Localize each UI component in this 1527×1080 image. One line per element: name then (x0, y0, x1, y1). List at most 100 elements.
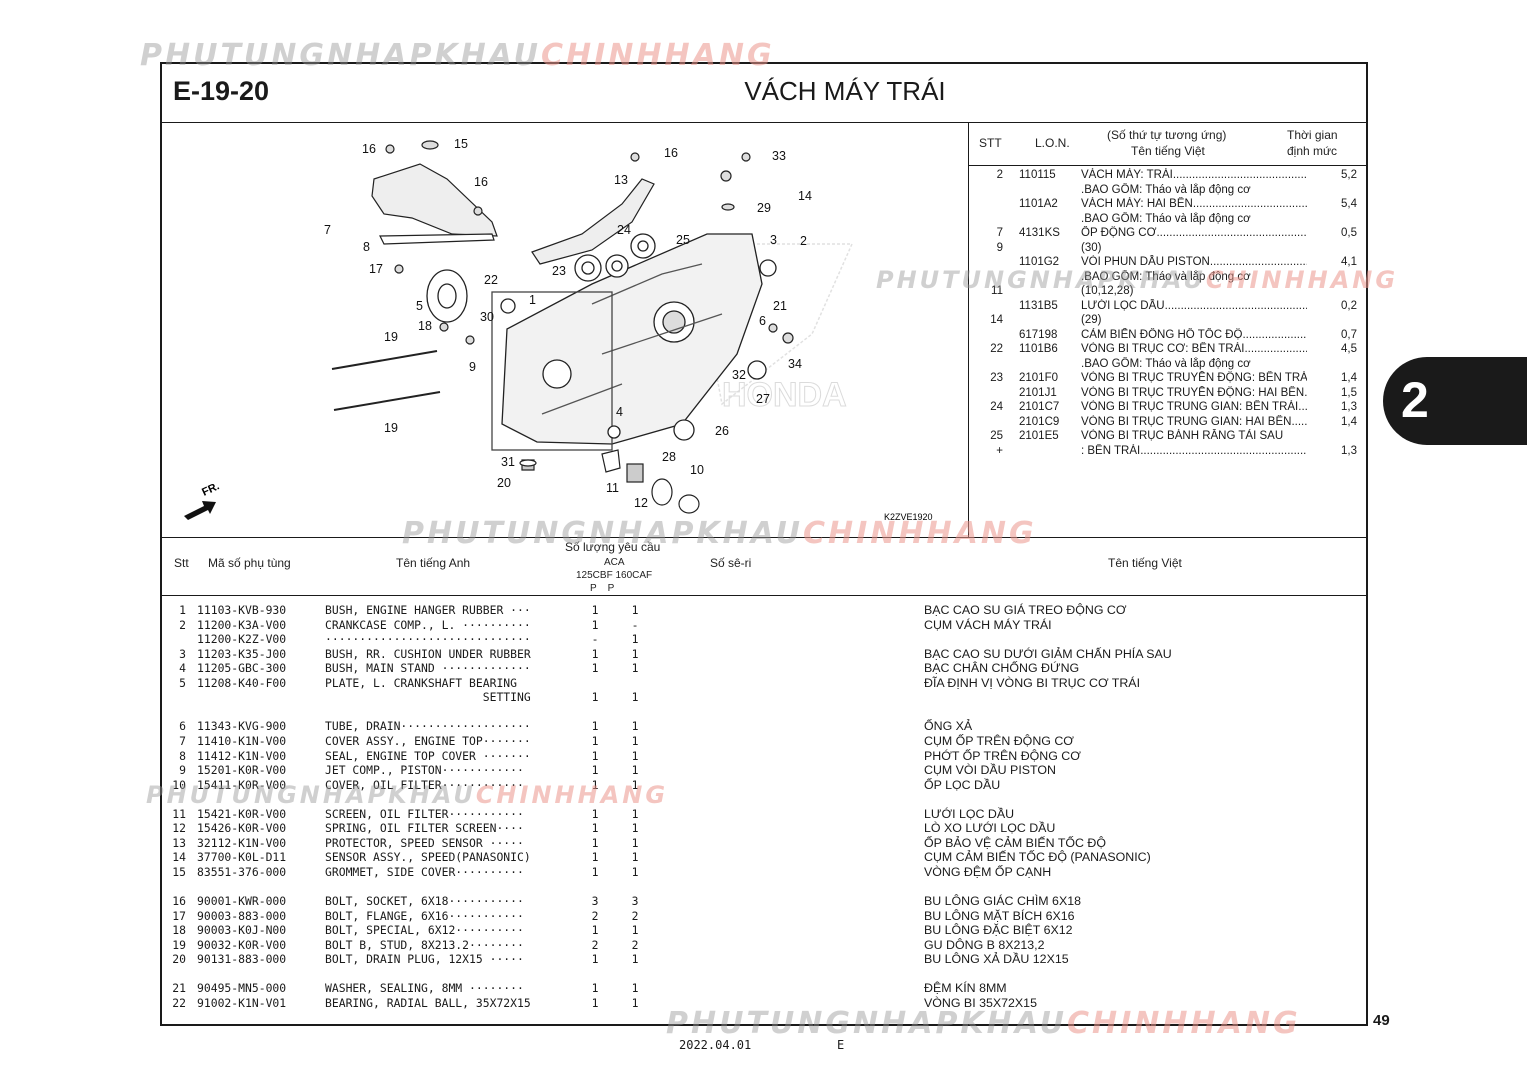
row-qty-160: 1 (631, 632, 639, 647)
row-qty-125: 1 (591, 995, 599, 1010)
vn-lon: 1101A2 (1019, 198, 1058, 210)
row-qty-160: 1 (631, 690, 639, 705)
vn-time: 1,5 (1341, 386, 1357, 399)
row-qty-125: 1 (591, 763, 599, 778)
vn-desc: VÁCH MÁY: TRÁI..........................… (1081, 169, 1307, 181)
vn-header-lon: L.O.N. (1035, 136, 1070, 150)
row-stt: 17 (172, 908, 186, 923)
row-part-number: 11208-K40-F00 (197, 675, 287, 690)
row-vietnamese-name: BẠC CAO SU DƯỚI GIẢM CHẤN PHÍA SAU (924, 646, 1172, 661)
row-qty-160: 1 (631, 835, 639, 850)
row-qty-160: 2 (631, 937, 639, 952)
row-qty-125: 1 (591, 923, 599, 938)
row-vietnamese-name: BU LÔNG XẢ DẦU 12X15 (924, 952, 1069, 967)
row-qty-160: 1 (631, 821, 639, 836)
row-vietnamese-name: CỤM VÁCH MÁY TRÁI (924, 617, 1052, 632)
row-english-name: PROTECTOR, SPEED SENSOR ····· (325, 835, 524, 850)
row-qty-160: 1 (631, 777, 639, 792)
diagram-ref-code: K2ZVE1920 (884, 512, 933, 522)
callout-6: 6 (759, 314, 766, 328)
callout-17: 17 (369, 262, 383, 276)
parts-header-divider (161, 595, 1367, 596)
callout-12: 12 (634, 496, 648, 510)
row-english-name: BEARING, RADIAL BALL, 35X72X15 (325, 995, 531, 1010)
row-part-number: 32112-K1N-V00 (197, 835, 287, 850)
row-stt: 22 (172, 995, 186, 1010)
vn-stt: 2 (996, 169, 1003, 181)
row-part-number: 11200-K2Z-V00 (197, 632, 287, 647)
vn-stt: 9 (996, 241, 1003, 254)
vn-desc: .BAO GỒM: Tháo và lắp động cơ (1081, 212, 1251, 225)
row-qty-125: 1 (591, 690, 599, 705)
row-qty-125: 2 (591, 937, 599, 952)
table-row: 17 90003-883-000 BOLT, FLANGE, 6X16·······… (164, 909, 1364, 924)
diagram-table-divider (968, 123, 969, 537)
footer-date: 2022.04.01 (679, 1038, 752, 1052)
row-part-number: 15411-K0R-V00 (197, 777, 287, 792)
vn-stt: 25 (990, 430, 1003, 442)
callout-10: 10 (690, 463, 704, 477)
vn-time: 0,7 (1341, 328, 1357, 341)
callout-4: 4 (616, 405, 623, 419)
row-part-number: 15421-K0R-V00 (197, 806, 287, 821)
callout-31: 31 (501, 455, 515, 469)
oil-filter-parts-shapes (519, 449, 700, 514)
vn-lon: 1101B6 (1019, 343, 1058, 355)
vn-desc: ỐP ĐỘNG CƠ..............................… (1081, 227, 1307, 239)
vn-time: 5,2 (1341, 169, 1357, 181)
row-vietnamese-name: VÒNG BI 35X72X15 (924, 995, 1037, 1010)
section-code: E-19-20 (173, 76, 270, 106)
vn-stt: 14 (990, 314, 1003, 326)
vn-lon: 2101J1 (1019, 386, 1057, 399)
page-frame (160, 62, 1368, 1026)
row-part-number: 11203-K35-J00 (197, 646, 287, 661)
row-english-name: PLATE, L. CRANKSHAFT BEARING (325, 675, 518, 690)
row-part-number: 90495-MN5-000 (197, 981, 287, 996)
row-part-number: 11205-GBC-300 (197, 661, 287, 676)
row-vietnamese-name: GU DÔNG B 8X213,2 (924, 937, 1045, 952)
callout-34: 34 (788, 357, 802, 371)
vn-header-divider (969, 165, 1367, 166)
row-qty-125: 1 (591, 748, 599, 763)
row-qty-125: 1 (591, 850, 599, 865)
row-part-number: 91002-K1N-V01 (197, 995, 287, 1010)
callout-8: 8 (363, 240, 370, 254)
vn-desc: VÁCH MÁY: HAI BÊN.......................… (1081, 198, 1307, 210)
vn-desc: LƯỚI LỌC DẦU............................… (1081, 299, 1307, 312)
vn-lon: 1131B5 (1019, 299, 1058, 312)
row-vietnamese-name: BẠC CAO SU GIÁ TREO ĐỘNG CƠ (924, 603, 1127, 617)
table-row: 22 91002-K1N-V01 BEARING, RADIAL BALL, 35X… (164, 996, 1364, 1011)
row-qty-160: - (631, 617, 639, 632)
section-tab: 2 (1383, 357, 1527, 445)
row-vietnamese-name: BU LÔNG ĐẶC BIỆT 6X12 (924, 923, 1073, 938)
row-vietnamese-name: PHỚT ỐP TRÊN ĐỘNG CƠ (924, 748, 1081, 763)
row-qty-125: 1 (591, 952, 599, 967)
row-part-number: 11200-K3A-V00 (197, 617, 287, 632)
col-stt-header: Stt (174, 556, 189, 570)
row-english-name: CRANKCASE COMP., L. ·········· (325, 617, 531, 632)
callout-24: 24 (617, 223, 631, 237)
row-qty-160: 1 (631, 748, 639, 763)
callout-29: 29 (757, 201, 771, 215)
vn-time: 1,3 (1341, 401, 1357, 413)
callout-14: 14 (798, 189, 812, 203)
row-english-name: BOLT, FLANGE, 6X16··········· (325, 908, 524, 923)
row-english-name: COVER ASSY., ENGINE TOP······· (325, 733, 531, 748)
callout-25: 25 (676, 233, 690, 247)
row-english-name: COVER, OIL FILTER············ (325, 777, 524, 792)
row-part-number: 90003-883-000 (197, 908, 287, 923)
row-vietnamese-name: BẠC CHÂN CHỐNG ĐỨNG (924, 661, 1080, 676)
row-english-name: BOLT, DRAIN PLUG, 12X15 ····· (325, 952, 524, 967)
vn-desc: .BAO GỒM: Tháo và lắp động cơ (1081, 357, 1251, 370)
callout-19: 19 (384, 330, 398, 344)
